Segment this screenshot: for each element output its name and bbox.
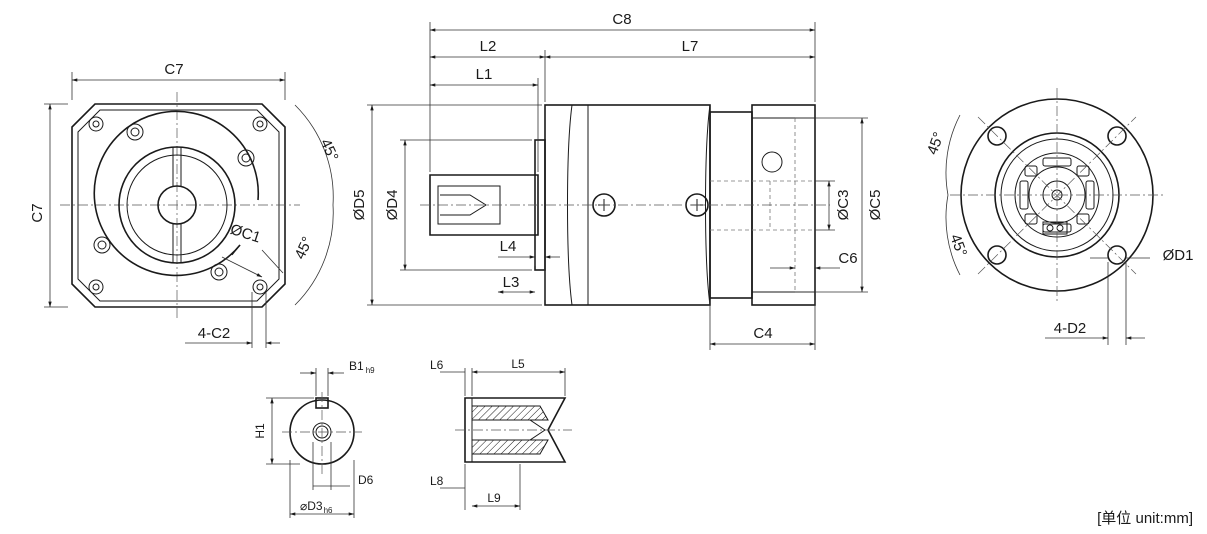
dim-d1: ØD1	[1163, 247, 1194, 264]
dim-c3: ØC3	[835, 190, 852, 221]
dim-l3: L3	[503, 274, 520, 291]
dim-d3: ⌀D3h6	[300, 499, 333, 515]
dim-c7-top: C7	[164, 61, 183, 78]
dim-4-d2: 4-D2	[1054, 320, 1087, 337]
dim-l1: L1	[476, 66, 493, 83]
flange-bolt-holes	[88, 116, 268, 295]
dim-c4: C4	[753, 325, 772, 342]
dim-l4: L4	[500, 238, 517, 255]
dim-c5: ØC5	[867, 190, 884, 221]
front-view-square-flange	[60, 92, 334, 320]
shaft-section-view: L6 L5 L8 L9	[430, 357, 572, 510]
dim-l8: L8	[430, 474, 444, 488]
dim-l2: L2	[480, 38, 497, 55]
side-view-dimensions: C8 L2 L7 L1 ØD5 ØD4 L4 L3 ØC5 ØC3 C6	[351, 11, 884, 350]
dim-l7: L7	[682, 38, 699, 55]
unit-note: [单位 unit:mm]	[1097, 510, 1193, 527]
dim-c7-side: C7	[29, 203, 46, 222]
rear-view-dimensions: 45° 45° ØD1 4-D2	[924, 130, 1194, 345]
dim-c6: C6	[838, 250, 857, 267]
dim-angle-45-rear-bottom: 45°	[946, 232, 970, 259]
dim-c1: ØC1	[228, 221, 263, 247]
dim-d4: ØD4	[384, 190, 401, 221]
dim-d6: D6	[358, 473, 374, 487]
dim-l5: L5	[511, 357, 525, 371]
rear-view-round-flange	[945, 88, 1165, 302]
dim-l6: L6	[430, 358, 444, 372]
dim-d5: ØD5	[351, 190, 368, 221]
side-view-gearbox	[420, 104, 830, 306]
dim-c8: C8	[612, 11, 631, 28]
dim-4-c2: 4-C2	[198, 325, 231, 342]
dim-angle-45-rear-top: 45°	[924, 130, 948, 157]
dim-l9: L9	[487, 491, 501, 505]
dim-angle-45-bottom: 45°	[291, 234, 316, 262]
dim-h1: H1	[253, 423, 267, 439]
rear-bolt-holes	[987, 126, 1127, 265]
